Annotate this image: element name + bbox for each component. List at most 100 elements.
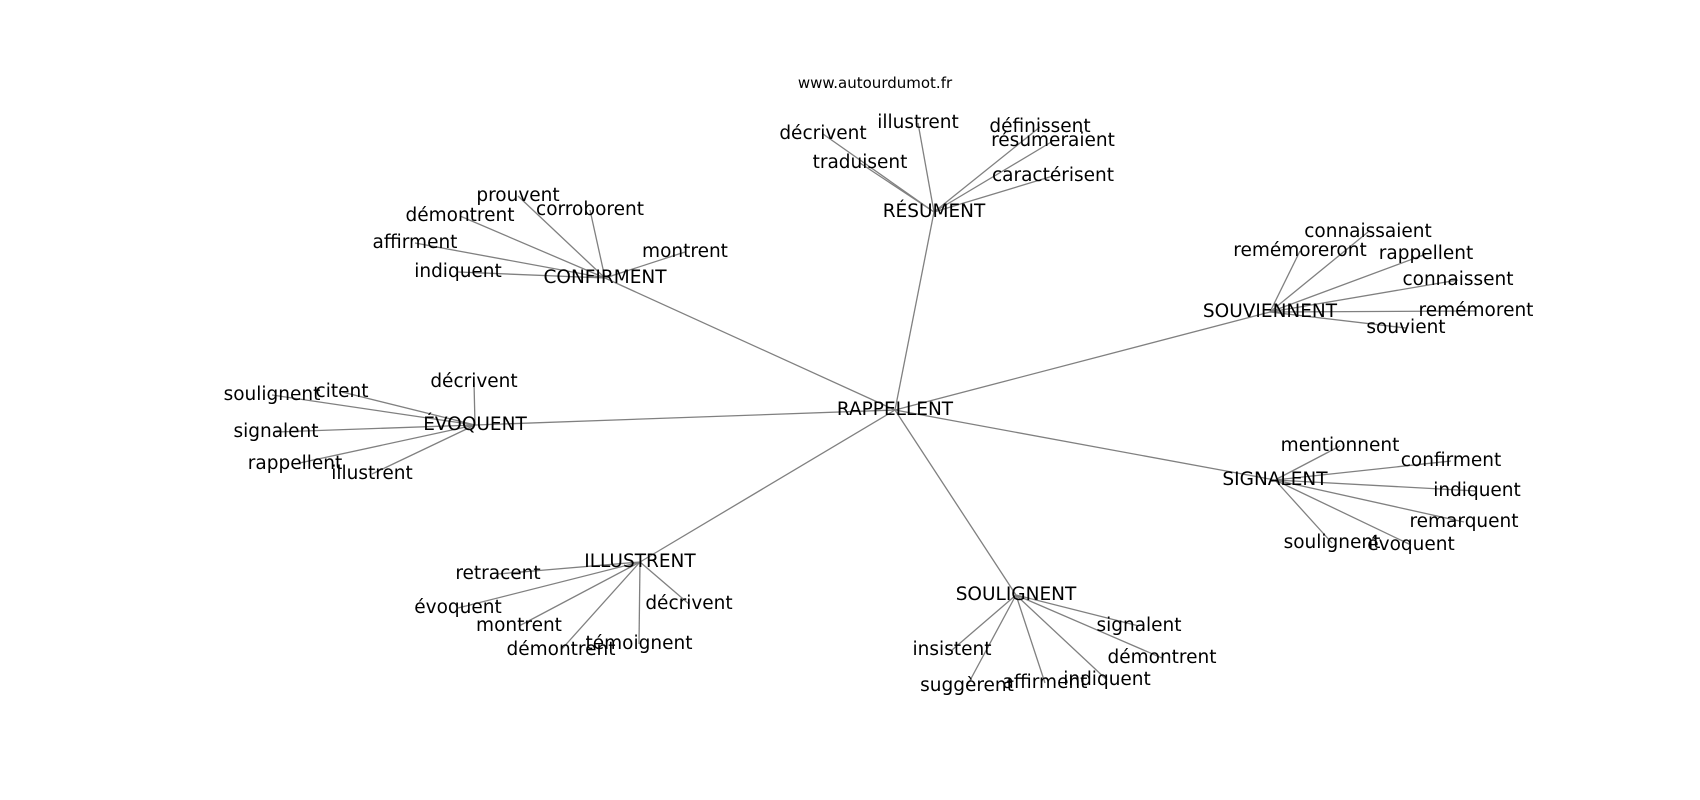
edge-center-group bbox=[894, 211, 935, 411]
leaf-node: indiquent bbox=[1063, 669, 1151, 690]
leaf-node: traduisent bbox=[813, 152, 908, 173]
edge-center-group bbox=[894, 409, 1017, 596]
leaf-node: suggèrent bbox=[920, 675, 1014, 696]
center-node: RAPPELLENT bbox=[837, 399, 954, 420]
edge-group-child bbox=[560, 561, 641, 651]
edge-group-child bbox=[518, 561, 641, 627]
group-node: SIGNALENT bbox=[1222, 469, 1328, 490]
leaf-node: affirment bbox=[373, 232, 458, 253]
edge-group-child bbox=[1015, 594, 1140, 627]
edge-group-child bbox=[517, 195, 606, 279]
edge-group-child bbox=[638, 561, 641, 645]
edge-group-child bbox=[271, 394, 476, 426]
edge-group-child bbox=[473, 381, 476, 426]
edge-group-child bbox=[1274, 445, 1341, 481]
leaf-node: caractérisent bbox=[992, 165, 1114, 186]
leaf-node: soulignent bbox=[1284, 532, 1381, 553]
leaf-node: remarquent bbox=[1409, 511, 1518, 532]
leaf-node: décrivent bbox=[645, 593, 732, 614]
leaf-node: montrent bbox=[476, 615, 562, 636]
edge-group-child bbox=[966, 594, 1017, 687]
edge-group-child bbox=[1015, 594, 1163, 659]
edge-group-child bbox=[1269, 279, 1459, 313]
edge-group-child bbox=[1274, 460, 1452, 481]
edge-group-child bbox=[1274, 479, 1478, 492]
leaf-node: rappellent bbox=[1379, 243, 1473, 264]
edge-group-child bbox=[951, 594, 1017, 651]
leaf-node: indiquent bbox=[414, 261, 502, 282]
leaf-node: montrent bbox=[642, 241, 728, 262]
edge-group-child bbox=[414, 242, 606, 279]
leaf-node: connaissaient bbox=[1304, 221, 1432, 242]
leaf-node: illustrent bbox=[877, 112, 959, 133]
edge-group-child bbox=[604, 251, 686, 279]
leaf-node: retracent bbox=[455, 563, 540, 584]
edge-group-child bbox=[457, 271, 606, 279]
leaf-node: citent bbox=[316, 381, 369, 402]
leaf-node: illustrent bbox=[331, 463, 413, 484]
edge-group-child bbox=[341, 391, 476, 426]
leaf-node: confirment bbox=[1401, 450, 1502, 471]
edge-center-group bbox=[474, 409, 896, 426]
leaf-node: signalent bbox=[233, 421, 318, 442]
group-node: SOULIGNENT bbox=[956, 584, 1077, 605]
group-node: CONFIRMENT bbox=[543, 267, 667, 288]
edge-group-child bbox=[1269, 231, 1369, 313]
edge-group-child bbox=[371, 424, 476, 475]
leaf-node: décrivent bbox=[430, 371, 517, 392]
group-node: RÉSUMENT bbox=[883, 200, 986, 222]
edge-center-group bbox=[894, 311, 1271, 411]
group-node: ILLUSTRENT bbox=[584, 551, 696, 572]
leaf-node: mentionnent bbox=[1281, 435, 1400, 456]
edge-center-group bbox=[604, 277, 896, 411]
leaf-node: évoquent bbox=[1367, 534, 1454, 555]
group-node: ÉVOQUENT bbox=[423, 413, 527, 435]
edge-group-child bbox=[1274, 479, 1333, 544]
leaf-node: démontrent bbox=[405, 205, 514, 226]
edge-group-child bbox=[1269, 253, 1427, 313]
edge-group-child bbox=[933, 126, 1041, 213]
leaf-node: soulignent bbox=[224, 384, 321, 405]
edge-group-child bbox=[459, 215, 606, 279]
edge-center-group bbox=[894, 409, 1276, 481]
edge-group-child bbox=[497, 561, 641, 575]
leaf-node: connaissent bbox=[1402, 269, 1513, 290]
edge-group-child bbox=[639, 561, 690, 605]
leaf-node: évoquent bbox=[414, 597, 501, 618]
leaf-node: remémorent bbox=[1419, 300, 1534, 321]
edge-group-child bbox=[1269, 250, 1301, 313]
leaf-node: souvient bbox=[1366, 317, 1445, 338]
leaf-node: démontrent bbox=[1107, 647, 1216, 668]
edge-group-child bbox=[1015, 594, 1108, 681]
group-node: SOUVIENNENT bbox=[1203, 301, 1338, 322]
leaf-node: indiquent bbox=[1433, 480, 1521, 501]
edge-group-child bbox=[1269, 310, 1477, 313]
edge-group-child bbox=[917, 122, 935, 213]
edge-group-child bbox=[457, 561, 641, 609]
edges bbox=[271, 122, 1478, 687]
edge-group-child bbox=[1015, 594, 1046, 684]
leaf-node: témoignent bbox=[586, 633, 693, 654]
leaf-node: remémoreront bbox=[1233, 240, 1366, 261]
leaf-node: définissent bbox=[989, 116, 1090, 137]
edge-group-child bbox=[294, 424, 476, 465]
leaf-node: corroborent bbox=[536, 199, 644, 220]
leaf-node: prouvent bbox=[476, 185, 559, 206]
node-labels: RAPPELLENT RÉSUMENT décrivent illustrent déf… bbox=[224, 112, 1534, 696]
edge-group-child bbox=[1274, 479, 1412, 546]
leaf-node: affirment bbox=[1003, 672, 1088, 693]
edge-group-child bbox=[589, 209, 606, 279]
edge-group-child bbox=[1269, 311, 1407, 329]
edge-group-child bbox=[275, 424, 476, 433]
leaf-node: signalent bbox=[1096, 615, 1181, 636]
edge-group-child bbox=[859, 162, 935, 213]
edge-group-child bbox=[933, 140, 1054, 213]
edge-group-child bbox=[1274, 479, 1465, 523]
edge-group-child bbox=[933, 175, 1054, 213]
leaf-node: décrivent bbox=[779, 123, 866, 144]
leaf-node: insistent bbox=[913, 639, 992, 660]
leaf-node: démontrent bbox=[506, 639, 615, 660]
leaf-node: résumeraient bbox=[991, 130, 1115, 151]
edge-center-group bbox=[639, 409, 896, 563]
